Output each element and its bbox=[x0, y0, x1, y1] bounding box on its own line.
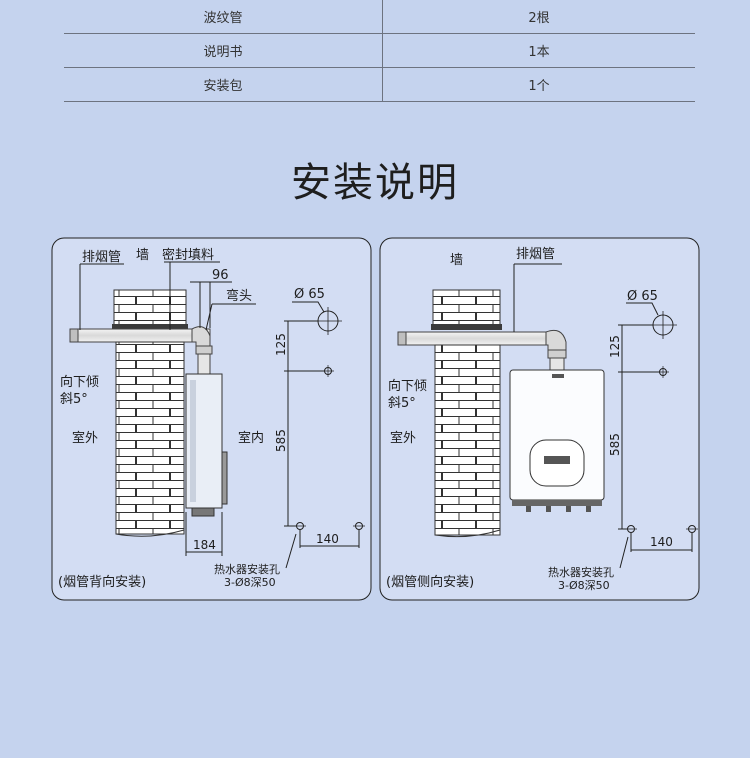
holes-label-line1: 热水器安装孔 bbox=[214, 562, 280, 576]
item-qty: 1本 bbox=[528, 45, 550, 60]
flue-pipe bbox=[69, 328, 211, 343]
dimension-bottom: 140 bbox=[650, 535, 673, 549]
sealant-label: 密封填料 bbox=[162, 247, 214, 263]
wall-label: 墙 bbox=[136, 248, 149, 263]
seal-band bbox=[431, 324, 502, 330]
table-row: 波纹管 2根 bbox=[64, 0, 695, 34]
dimension-bottom: 140 bbox=[316, 532, 339, 546]
side-install-caption: (烟管侧向安装) bbox=[386, 574, 474, 590]
dimension-top: 125 bbox=[608, 335, 622, 358]
tilt-label-line2: 斜5° bbox=[60, 392, 88, 407]
dimension-top: 125 bbox=[274, 333, 288, 356]
outdoor-label: 室外 bbox=[390, 430, 416, 446]
wall-lower bbox=[115, 341, 185, 535]
elbow-label: 弯头 bbox=[226, 288, 252, 304]
dimension-middle: 585 bbox=[608, 433, 622, 456]
flue-pipe-label: 排烟管 bbox=[516, 247, 555, 262]
diameter-label: Ø 65 bbox=[627, 289, 658, 304]
back-install-caption: (烟管背向安装) bbox=[58, 574, 146, 590]
tilt-label-line2: 斜5° bbox=[388, 396, 416, 411]
distance-dimension: 184 bbox=[193, 538, 216, 552]
holes-label-line2: 3-Ø8深50 bbox=[224, 576, 276, 589]
item-name: 波纹管 bbox=[64, 0, 383, 33]
wall-lower bbox=[434, 344, 501, 536]
item-qty: 2根 bbox=[528, 11, 550, 26]
seal-band bbox=[112, 324, 188, 330]
accessories-table: 波纹管 2根 说明书 1本 安装包 1个 bbox=[64, 0, 695, 102]
table-row: 说明书 1本 bbox=[64, 34, 695, 68]
gap-dimension: 96 bbox=[212, 268, 229, 283]
diameter-label: Ø 65 bbox=[294, 287, 325, 302]
wall-upper bbox=[113, 289, 187, 327]
side-install-panel: 墙 排烟管 向下倾 斜5° 室外 Ø 65 125 585 140 热水器安装孔… bbox=[379, 237, 700, 601]
tilt-label-line1: 向下倾 bbox=[388, 378, 427, 394]
wall-upper bbox=[432, 289, 501, 327]
item-name: 说明书 bbox=[64, 34, 383, 67]
tilt-label-line1: 向下倾 bbox=[60, 374, 99, 390]
flue-pipe bbox=[397, 331, 549, 346]
item-qty: 1个 bbox=[528, 79, 550, 94]
dimension-middle: 585 bbox=[274, 429, 288, 452]
flue-pipe-label: 排烟管 bbox=[82, 250, 121, 265]
section-title: 安装说明 bbox=[291, 160, 459, 206]
table-row: 安装包 1个 bbox=[64, 68, 695, 102]
outdoor-label: 室外 bbox=[72, 430, 98, 446]
indoor-label: 室内 bbox=[238, 430, 264, 446]
holes-label-line2: 3-Ø8深50 bbox=[558, 579, 610, 592]
holes-label-line1: 热水器安装孔 bbox=[548, 565, 614, 579]
back-install-panel: 排烟管 墙 密封填料 96 弯头 向下倾 斜5° 室外 室内 184 Ø 65 … bbox=[51, 237, 372, 601]
item-name: 安装包 bbox=[64, 68, 383, 101]
wall-label: 墙 bbox=[450, 253, 463, 268]
